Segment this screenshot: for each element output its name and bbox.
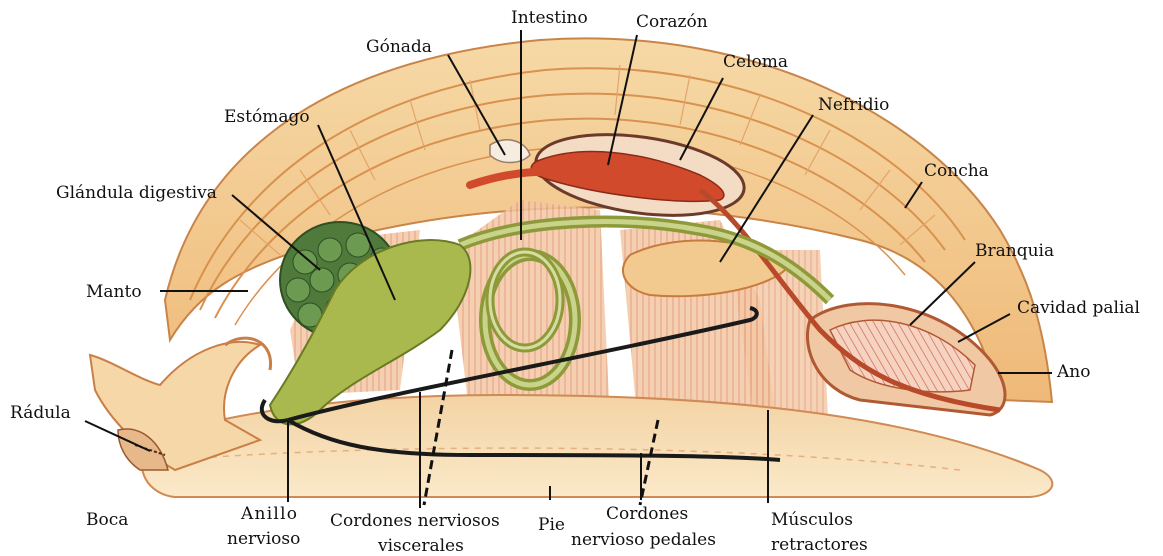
label-boca: Boca bbox=[86, 510, 128, 530]
label-musculos-1: Músculos bbox=[771, 510, 853, 530]
label-celoma: Celoma bbox=[723, 52, 788, 72]
label-branquia: Branquia bbox=[975, 241, 1054, 261]
label-pedal-1: Cordones bbox=[606, 504, 688, 524]
label-estomago: Estómago bbox=[224, 107, 310, 127]
label-glandula: Glándula digestiva bbox=[56, 183, 217, 203]
label-musculos-2: retractores bbox=[771, 535, 868, 555]
label-visceral-1: Cordones nerviosos bbox=[330, 511, 500, 531]
label-anillo-2: nervioso bbox=[227, 529, 300, 549]
label-pedal-2: nervioso pedales bbox=[571, 530, 716, 550]
label-intestino: Intestino bbox=[511, 8, 588, 28]
label-manto: Manto bbox=[86, 282, 142, 302]
label-corazon: Corazón bbox=[636, 12, 708, 32]
label-cavidad: Cavidad palial bbox=[1017, 298, 1140, 318]
label-visceral-2: viscerales bbox=[377, 536, 464, 556]
label-anillo-1: Anillo bbox=[240, 504, 297, 524]
label-ano: Ano bbox=[1056, 362, 1090, 382]
label-concha: Concha bbox=[924, 161, 989, 181]
label-radula: Rádula bbox=[10, 403, 71, 423]
label-nefridio: Nefridio bbox=[818, 95, 889, 115]
label-gonada: Gónada bbox=[366, 37, 432, 57]
label-pie: Pie bbox=[538, 515, 565, 535]
